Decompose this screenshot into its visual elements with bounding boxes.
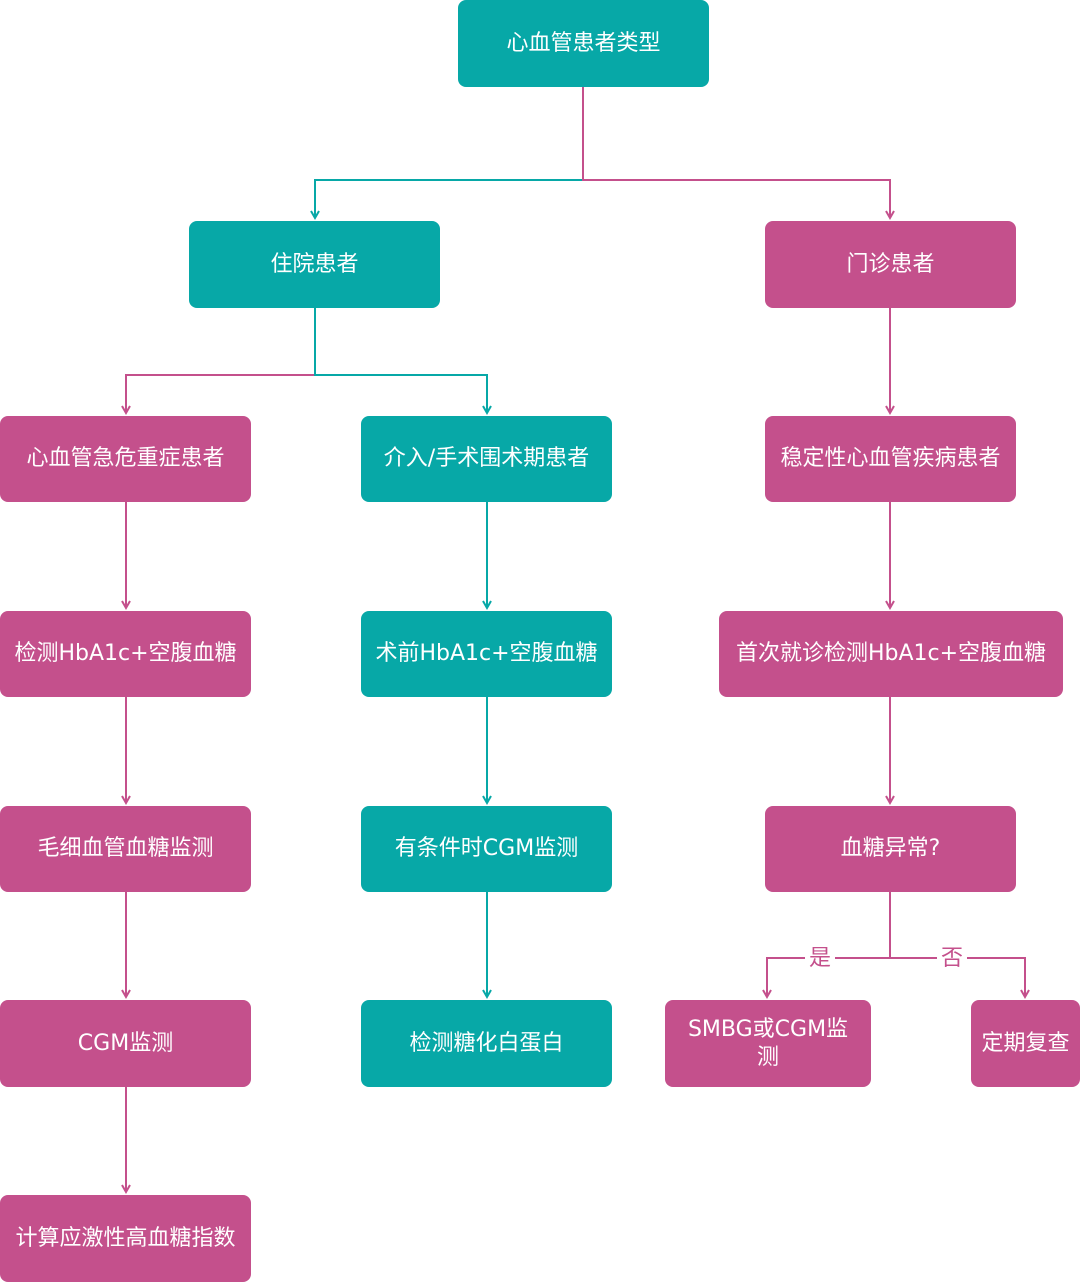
node-critical: 心血管急危重症患者 <box>0 416 251 502</box>
node-periop: 介入/手术围术期患者 <box>361 416 612 502</box>
edge-label-yes: 是 <box>805 947 836 971</box>
node-stress-index: 计算应激性高血糖指数 <box>0 1195 251 1282</box>
edge-root-inpatient <box>315 87 584 218</box>
node-stable: 稳定性心血管疾病患者 <box>765 416 1016 502</box>
edge-question-no <box>889 892 1025 997</box>
edge-question-yes <box>767 892 891 997</box>
node-smbg-cgm: SMBG或CGM监测 <box>665 1000 871 1087</box>
node-glycated-protein: 检测糖化白蛋白 <box>361 1000 612 1087</box>
node-inpatient: 住院患者 <box>189 221 440 308</box>
node-regular-review: 定期复查 <box>971 1000 1080 1087</box>
edge-inpatient-critical <box>126 308 316 413</box>
node-stable-test: 首次就诊检测HbA1c+空腹血糖 <box>719 611 1063 697</box>
edge-inpatient-periop <box>314 308 487 413</box>
edge-label-no: 否 <box>937 947 968 971</box>
node-capillary: 毛细血管血糖监测 <box>0 806 251 892</box>
node-periop-cgm: 有条件时CGM监测 <box>361 806 612 892</box>
node-cgm: CGM监测 <box>0 1000 251 1087</box>
node-root: 心血管患者类型 <box>458 0 709 87</box>
node-periop-test: 术前HbA1c+空腹血糖 <box>361 611 612 697</box>
node-abnormal-question: 血糖异常? <box>765 806 1016 892</box>
node-outpatient: 门诊患者 <box>765 221 1016 308</box>
node-critical-test: 检测HbA1c+空腹血糖 <box>0 611 251 697</box>
edge-root-outpatient <box>582 87 890 218</box>
